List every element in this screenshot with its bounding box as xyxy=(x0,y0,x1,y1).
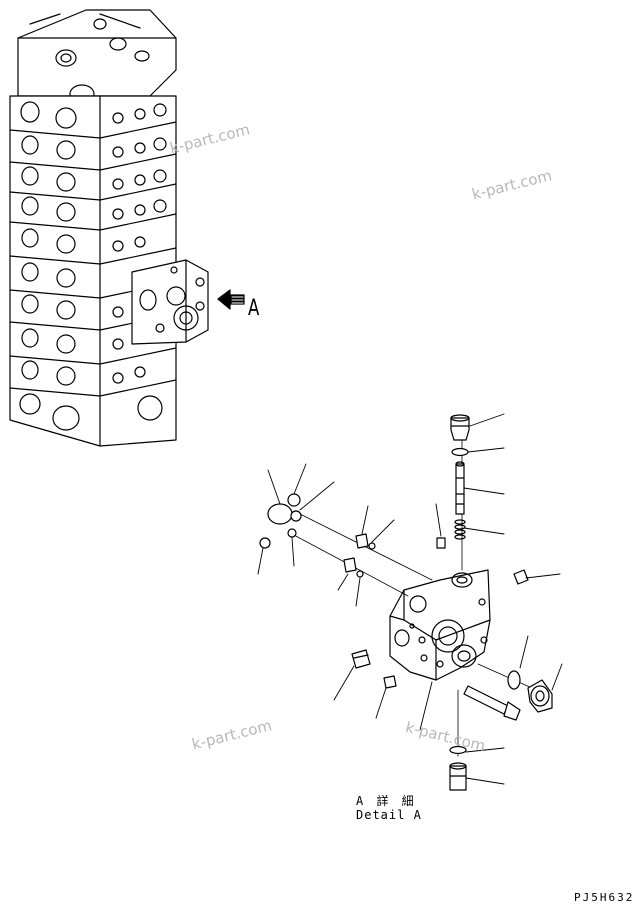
detail-title-en: Detail A xyxy=(356,808,422,822)
section-a-block xyxy=(131,259,209,345)
bolt xyxy=(463,685,521,721)
o-ring-small-a xyxy=(287,493,301,507)
o-ring-bottom xyxy=(449,745,467,755)
o-ring-small-b xyxy=(290,510,302,522)
leader-lines xyxy=(257,413,563,785)
top-plug xyxy=(450,414,470,441)
bottom-plug xyxy=(449,762,467,791)
plug-b xyxy=(343,557,364,578)
o-ring-right xyxy=(507,670,521,690)
plug-c xyxy=(436,537,446,549)
detail-title-jp: A 詳 細 xyxy=(356,794,417,808)
side-plug xyxy=(527,679,553,713)
spool xyxy=(455,461,465,515)
control-valve-assembly xyxy=(9,9,209,447)
detail-a-assembly xyxy=(259,414,553,791)
o-ring xyxy=(451,447,469,457)
drawing-code: PJ5H632 xyxy=(574,891,635,904)
o-ring-small-c xyxy=(287,528,297,538)
callout-label: A xyxy=(248,296,260,321)
o-ring-small-d xyxy=(259,537,271,549)
plug-a xyxy=(355,533,376,550)
view-arrow-icon xyxy=(217,289,245,310)
plug-d xyxy=(513,569,529,585)
plug-f xyxy=(383,675,397,689)
gasket-large xyxy=(267,503,293,525)
plug-e xyxy=(351,649,371,669)
valve-sections xyxy=(9,95,177,447)
valve-body xyxy=(389,569,491,681)
spring xyxy=(454,519,466,540)
